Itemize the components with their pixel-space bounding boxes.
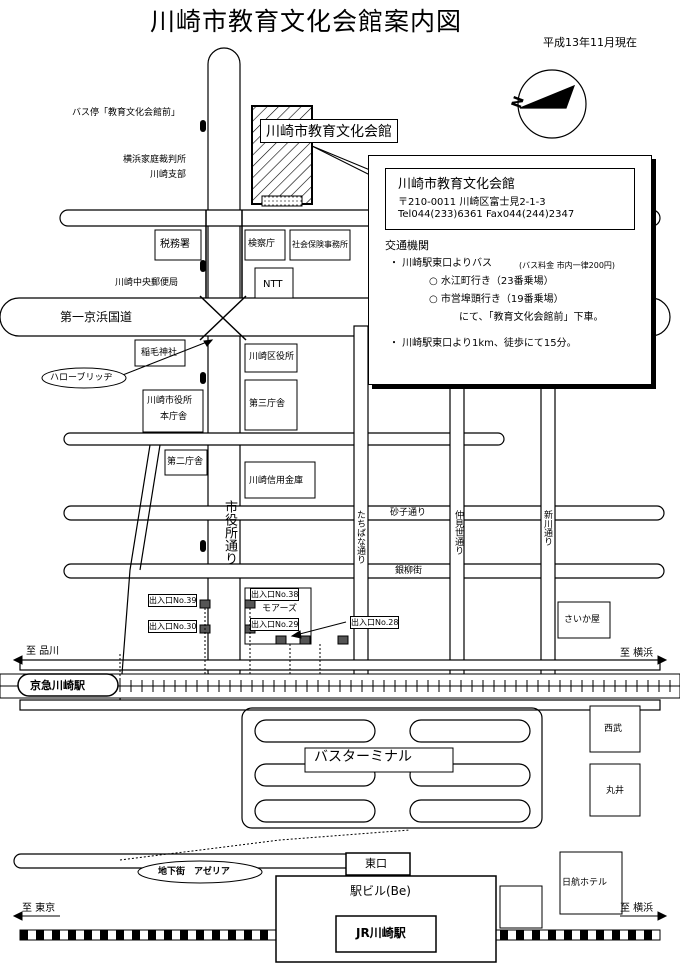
family-court-label: 横浜家庭裁判所 <box>123 155 187 165</box>
east-exit-label: 東口 <box>365 857 387 870</box>
info-tel: Tel044(233)6361 Fax044(244)2347 <box>398 209 575 220</box>
hello-bridge-bubble <box>41 367 127 389</box>
shinkin-label: 川崎信用金庫 <box>249 476 304 486</box>
bus-terminal-label: バスターミナル <box>314 749 412 765</box>
to-shinagawa-label: 至 品川 <box>26 646 60 657</box>
exit29-label: 出入口No.29 <box>250 618 300 631</box>
exit28-label: 出入口No.28 <box>350 616 400 629</box>
pointer-lines <box>12 145 668 921</box>
bus-stop-icons <box>200 120 206 552</box>
social-insurance-label: 社会保険事務所 <box>292 240 348 249</box>
to-tokyo-label: 至 東京 <box>22 903 56 914</box>
third-building-label: 第三庁舎 <box>249 399 286 409</box>
azeria-bubble <box>137 860 263 884</box>
info-name: 川崎市教育文化会館 <box>398 177 516 192</box>
info-bus-opt1: ○ 水江町行き（23番乗場） <box>429 276 554 287</box>
marui-label: 丸井 <box>606 786 625 796</box>
bus-terminal-box <box>304 747 454 773</box>
venue-callout: 川崎市教育文化会館 <box>260 119 398 143</box>
station-building-label: 駅ビル(Be) <box>350 884 411 898</box>
info-address-box: 川崎市教育文化会館 〒210-0011 川崎区富士見2-1-3 Tel044(2… <box>385 168 635 230</box>
keikyu-station-label: 京急川崎駅 <box>30 679 85 692</box>
mores-label: モアーズ <box>262 604 298 614</box>
to-yokohama-jr-label: 至 横浜 <box>620 903 654 914</box>
city-hall-main-label: 本庁舎 <box>160 412 188 422</box>
to-yokohama-keikyu-label: 至 横浜 <box>620 648 654 659</box>
diagonal-road <box>119 444 151 701</box>
bus-stop-label: バス停「教育文化会館前」 <box>72 108 181 118</box>
buildings <box>134 229 641 929</box>
info-heading: 交通機関 <box>385 239 429 252</box>
keikyu-station-box <box>17 673 119 697</box>
prosecutor-label: 検察庁 <box>248 239 276 249</box>
roads <box>0 47 671 869</box>
shinkawa-dori-label: 新川通り <box>542 510 552 546</box>
ntt-label: NTT <box>263 279 283 290</box>
info-panel: 川崎市教育文化会館 〒210-0011 川崎区富士見2-1-3 Tel044(2… <box>368 155 652 385</box>
inage-shrine-label: 稲毛神社 <box>141 348 178 358</box>
info-bus-opt2: ○ 市営埠頭行き（19番乗場） <box>429 294 564 305</box>
intersection-bridge <box>199 210 247 341</box>
hello-bridge-label: ハローブリッヂ <box>50 373 113 383</box>
tax-office-label: 税務署 <box>160 239 190 250</box>
post-office-label: 川崎中央郵便局 <box>115 278 179 288</box>
nikko-hotel-label: 日航ホテル <box>562 878 608 888</box>
east-exit <box>345 852 411 876</box>
seibu-label: 西武 <box>604 724 623 734</box>
city-hall-label: 川崎市役所 <box>147 396 193 406</box>
exit39-label: 出入口No.39 <box>148 594 198 607</box>
north-arrow <box>517 69 587 139</box>
tachibana-dori-label: たちばな通り <box>355 510 365 564</box>
info-bus: ・ 川崎駅東口よりバス <box>389 258 492 269</box>
saikaya-label: さいか屋 <box>564 615 601 625</box>
naka-dori-label: 仲見世通り <box>453 510 463 555</box>
shiyakusho-dori-label: 市役所通り <box>222 500 237 565</box>
family-court-branch-label: 川崎支部 <box>150 170 187 180</box>
exit30-label: 出入口No.30 <box>148 620 198 633</box>
jr-station-label: JR川崎駅 <box>356 926 406 940</box>
ward-office-label: 川崎区役所 <box>249 352 295 362</box>
second-building-label: 第二庁舎 <box>167 457 204 467</box>
underground-label: 地下街 アゼリア <box>158 867 230 877</box>
route1-label: 第一京浜国道 <box>60 310 133 324</box>
jr-station-box <box>335 915 437 953</box>
ginryu-gai-label: 銀柳街 <box>395 566 423 576</box>
info-address: 〒210-0011 川崎区富士見2-1-3 <box>398 197 546 208</box>
page-title: 川崎市教育文化会館案内図 <box>150 7 463 36</box>
date-note: 平成13年11月現在 <box>543 36 637 49</box>
info-walk: ・ 川崎駅東口より1km、徒歩にて15分。 <box>389 338 577 349</box>
info-alight: にて、「教育文化会館前」下車。 <box>459 312 604 323</box>
info-fare: (バス料金 市内一律200円) <box>519 261 616 270</box>
sunago-dori-label: 砂子通り <box>390 508 427 518</box>
exit38-label: 出入口No.38 <box>250 588 300 601</box>
